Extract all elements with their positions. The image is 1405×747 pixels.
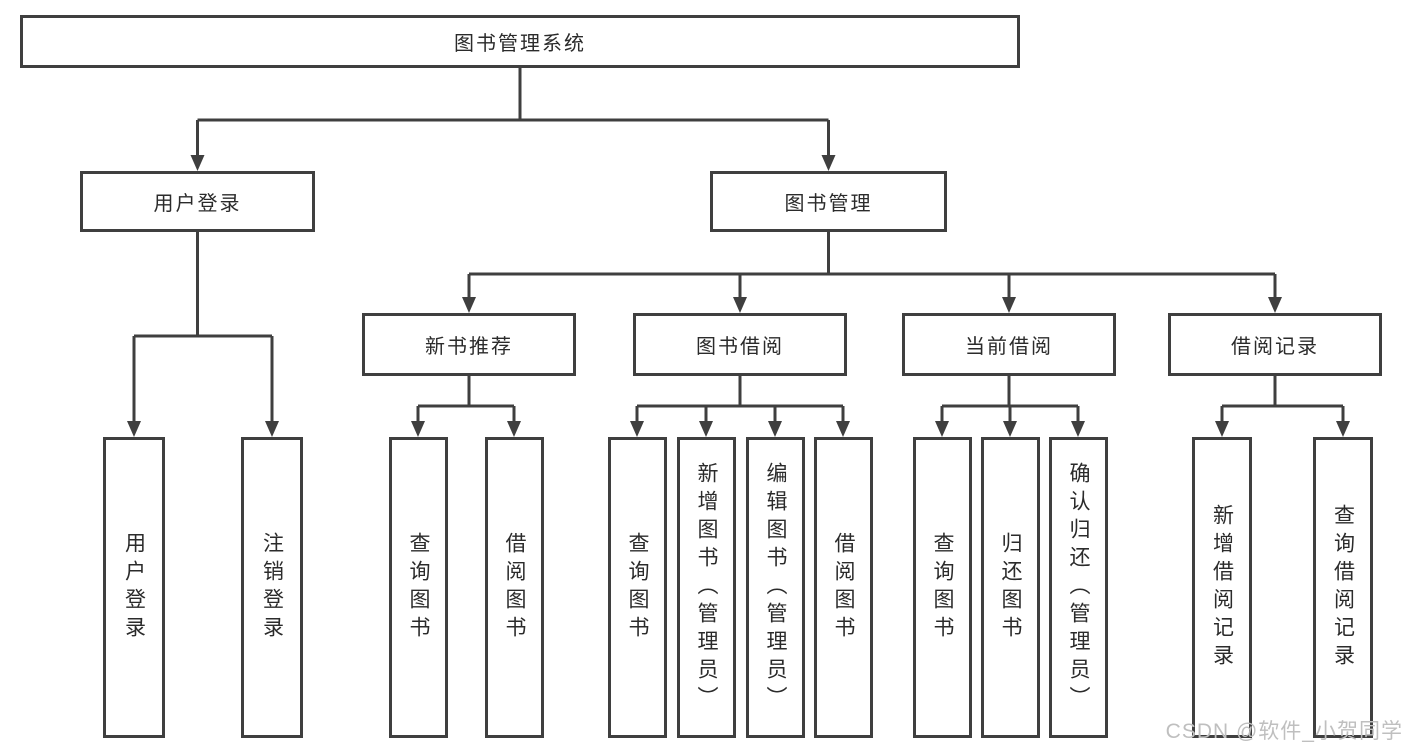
leaf-query-books-recommend: 查询图书 [389, 437, 448, 738]
node-root-system: 图书管理系统 [20, 15, 1020, 68]
csdn-watermark: CSDN @软件_小贺同学 [1165, 720, 1403, 743]
node-borrow-records: 借阅记录 [1168, 313, 1382, 376]
leaf-add-borrow-record: 新增借阅记录 [1192, 437, 1252, 738]
leaf-logout: 注销登录 [241, 437, 303, 738]
leaf-query-books-current: 查询图书 [913, 437, 972, 738]
node-current-borrow: 当前借阅 [902, 313, 1116, 376]
leaf-user-login: 用户登录 [103, 437, 165, 738]
leaf-borrow-books-recommend: 借阅图书 [485, 437, 544, 738]
leaf-query-books-borrow: 查询图书 [608, 437, 667, 738]
leaf-borrow-books: 借阅图书 [814, 437, 873, 738]
leaf-edit-books-admin: 编辑图书（管理员） [746, 437, 805, 738]
node-user-login-module: 用户登录 [80, 171, 315, 232]
leaf-query-borrow-record: 查询借阅记录 [1313, 437, 1373, 738]
node-book-management-module: 图书管理 [710, 171, 947, 232]
leaf-add-books-admin: 新增图书（管理员） [677, 437, 736, 738]
leaf-confirm-return-admin: 确认归还（管理员） [1049, 437, 1108, 738]
arrowhead-icons [127, 155, 1350, 437]
node-new-book-recommend: 新书推荐 [362, 313, 576, 376]
leaf-return-books: 归还图书 [981, 437, 1040, 738]
node-book-borrow: 图书借阅 [633, 313, 847, 376]
